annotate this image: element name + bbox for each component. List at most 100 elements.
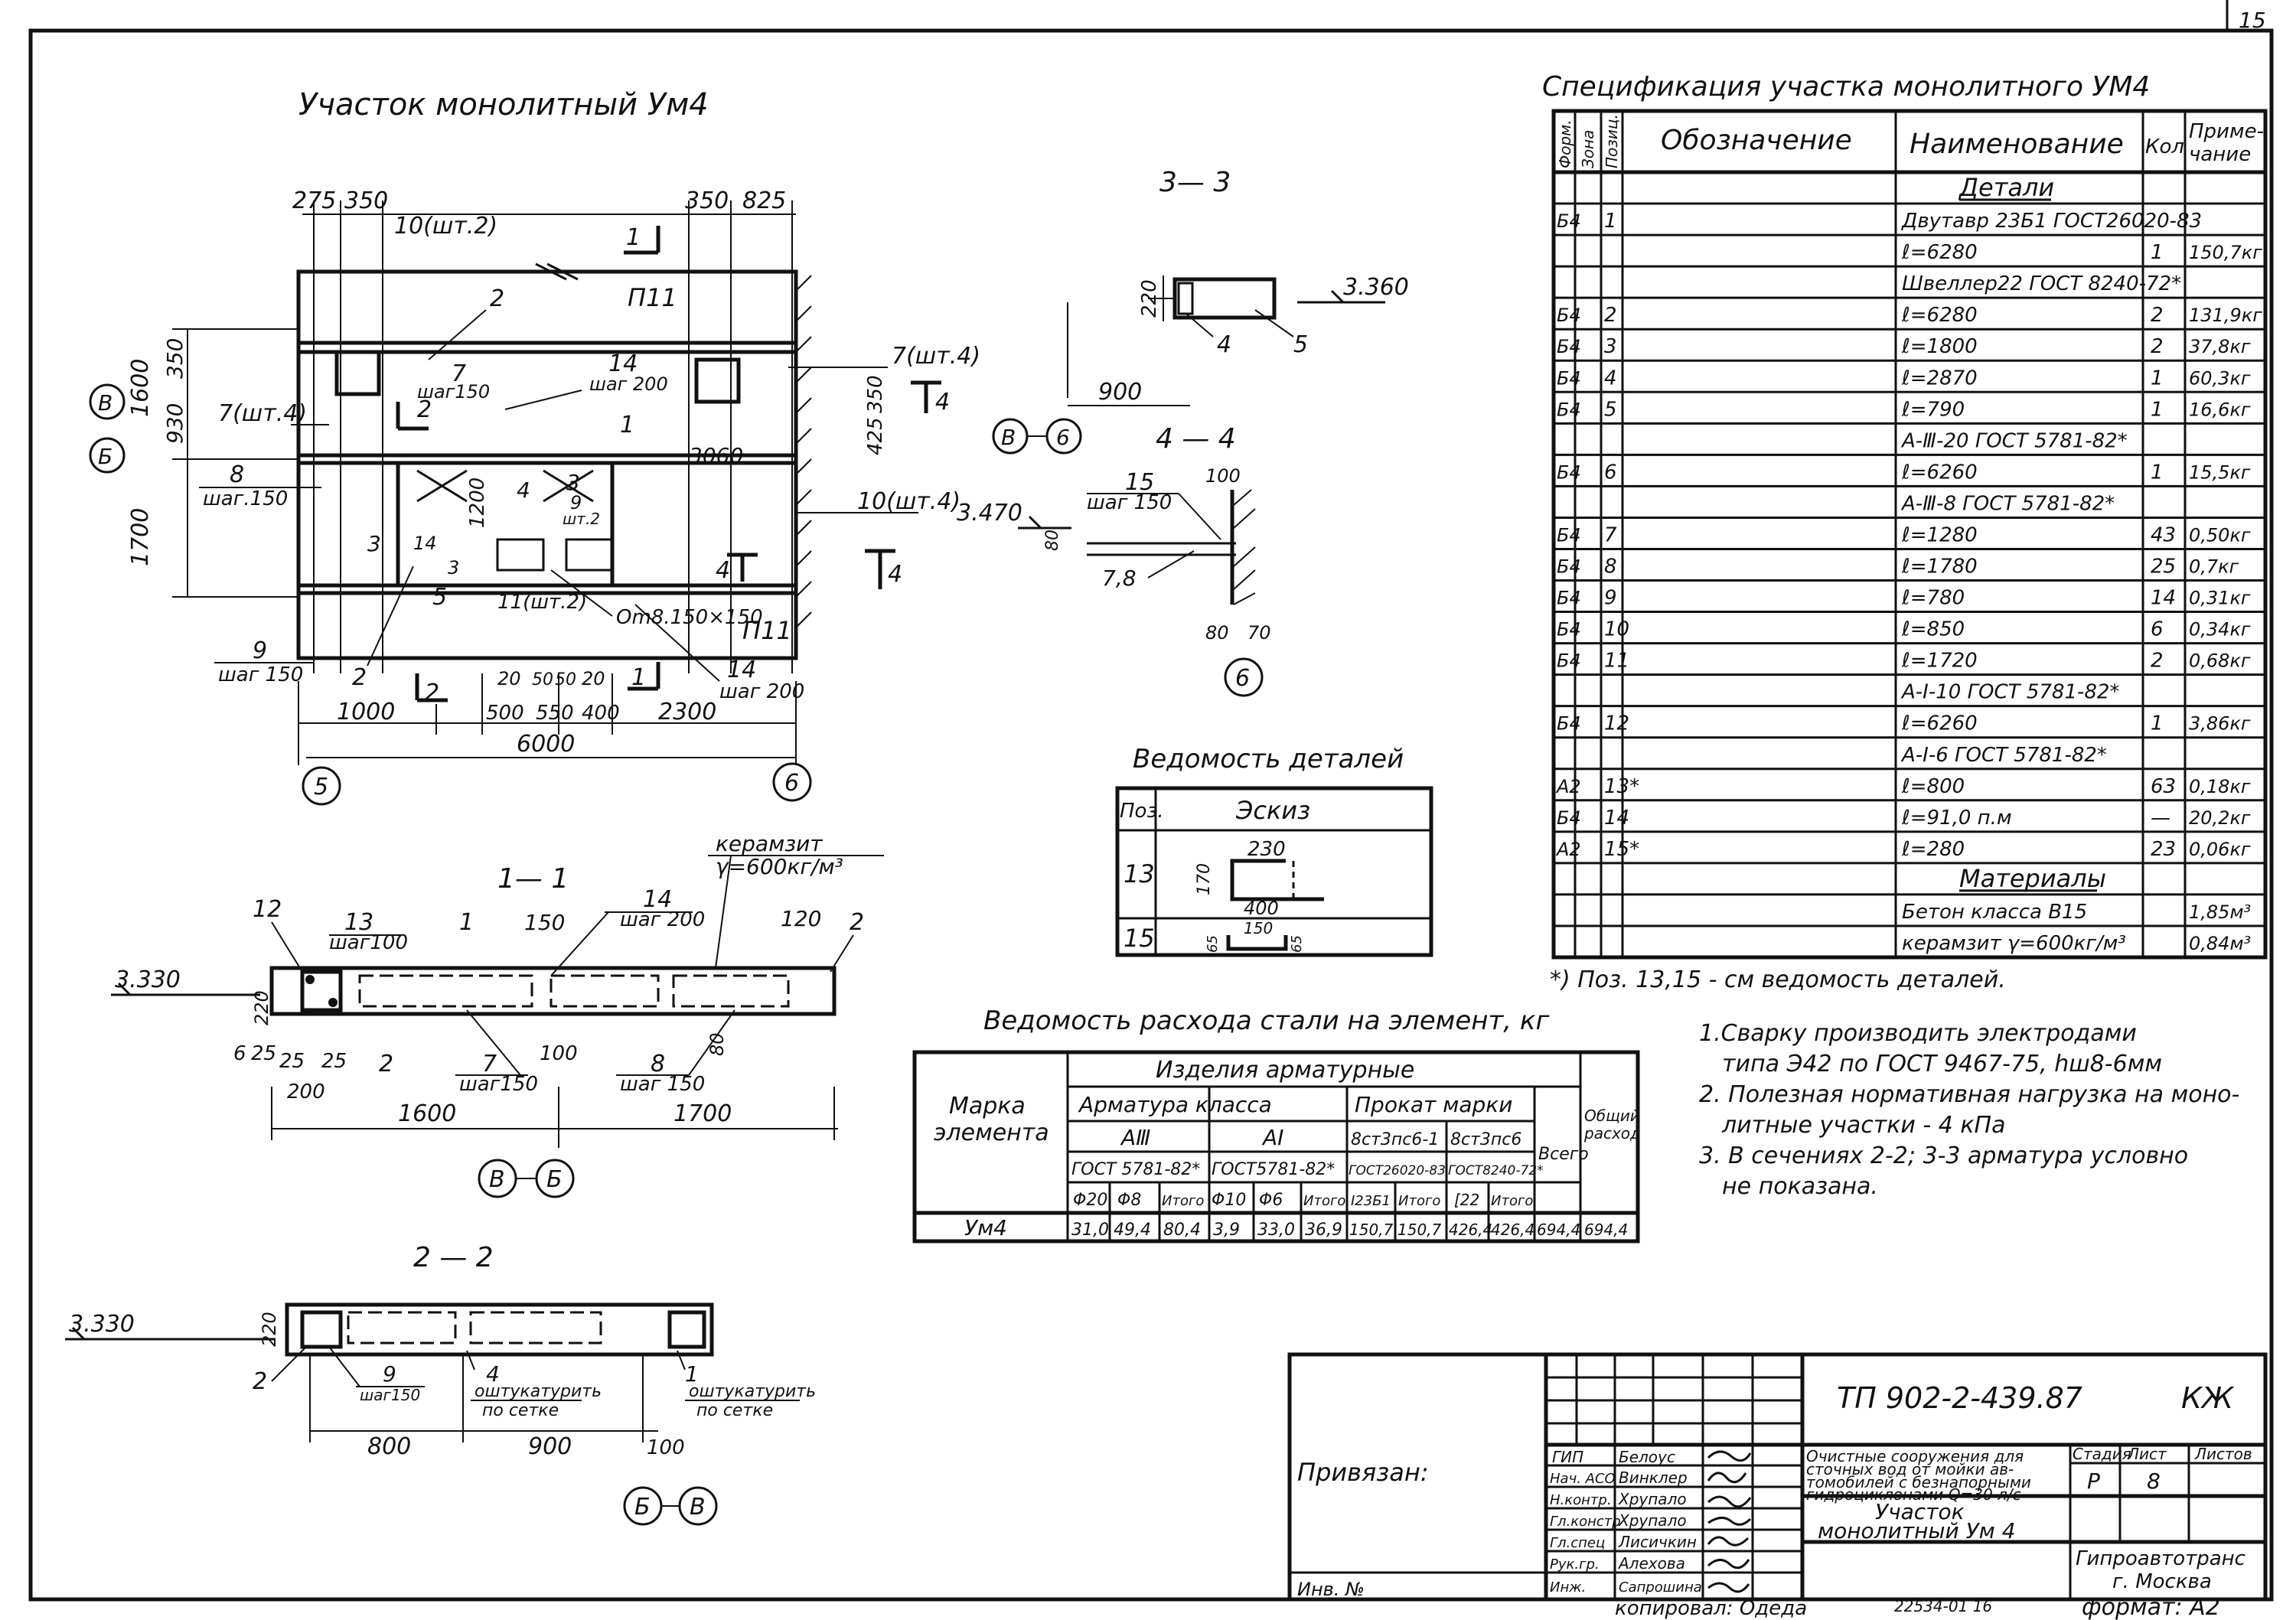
spec-row-22-name: Материалы <box>1959 864 2106 893</box>
section-1-1: 1— 1 керамзит γ=600кг/м³ 12 13 шаг100 1 … <box>111 831 884 1198</box>
steel-std-1: ГОСТ5781-82* <box>1212 1160 1335 1179</box>
section-1-1-note-1: керамзит <box>716 831 823 856</box>
section-1-1-dim-1700: 1700 <box>673 1100 732 1127</box>
stamp-project-4: гидроциклонами Q=30 л/с <box>1806 1485 2021 1504</box>
section-1-1-step-150: шаг150 <box>459 1073 538 1096</box>
spec-row-14-name: ℓ=850 <box>1901 618 1965 641</box>
plan-title: Участок монолитный Ум4 <box>298 87 709 122</box>
spec-row-11-qty: 43 <box>2151 523 2176 546</box>
section-1-1-dim-150: 150 <box>524 910 565 935</box>
note-line-3: 2. Полезная нормативная нагрузка на моно… <box>1699 1081 2239 1108</box>
section-4-4-level: 3.470 <box>957 500 1022 526</box>
plan-label-p11-bottom: П11 <box>742 616 792 645</box>
plan-dim-top-4: 825 <box>742 187 786 214</box>
spec-row-14-qty: 6 <box>2151 618 2164 641</box>
section-1-1-dim-100: 100 <box>540 1042 578 1065</box>
steel-header-prokat: Прокат марки <box>1355 1092 1512 1117</box>
spec-row-0-name: Детали <box>1958 173 2054 202</box>
section-3-3-axis-v: В <box>1001 425 1016 450</box>
spec-row-21-pos: 15* <box>1604 838 1639 861</box>
spec-row-12-note: 0,7кг <box>2189 556 2239 578</box>
spec-row-1-pos: 1 <box>1604 210 1617 233</box>
section-4-4-dim-100: 100 <box>1205 465 1241 487</box>
plan-dim-400: 400 <box>582 702 620 725</box>
spec-row-14-pos: 10 <box>1604 618 1629 641</box>
steel-class-p2: 8ст3пс6 <box>1450 1130 1521 1149</box>
spec-row-9-pos: 6 <box>1604 461 1617 484</box>
section-4-4-dim-70: 70 <box>1247 622 1271 644</box>
steel-val-5: 36,9 <box>1305 1221 1342 1240</box>
spec-row-18-name: А-Ⅰ-6 ГОСТ 5781-82* <box>1900 744 2107 767</box>
stamp-stage: Р <box>2087 1468 2100 1494</box>
spec-row-7-name: ℓ=790 <box>1901 398 1965 421</box>
plan-pos-7-left: 7(шт.4) <box>218 400 307 427</box>
steel-row-mark: Ум4 <box>964 1215 1007 1240</box>
section-3-3-pos-5: 5 <box>1293 331 1308 358</box>
plan-pos-1: 1 <box>620 412 634 438</box>
spec-row-21-name: ℓ=280 <box>1901 838 1965 861</box>
spec-row-19-pos: 13* <box>1604 775 1639 798</box>
details-row-13-dim-170: 170 <box>1195 863 1214 895</box>
stamp-name-5: Алехова <box>1617 1554 1685 1573</box>
plan-dim-50-a: 50 <box>532 670 553 689</box>
plan-pos-5: 5 <box>432 584 447 611</box>
section-4-4-axis: 6 <box>1235 665 1250 692</box>
section-1-1-title: 1— 1 <box>497 863 569 895</box>
plan-pos-7-right: 7(шт.4) <box>892 343 980 370</box>
section-3-3-dim-220: 220 <box>1138 279 1161 318</box>
plan-step-150-9: шаг 150 <box>218 663 303 686</box>
steel-val-1: 49,4 <box>1114 1221 1151 1240</box>
spec-row-9-name: ℓ=6260 <box>1901 461 1978 484</box>
plan-dim-350: 350 <box>162 338 188 379</box>
plan-pos-3: 3 <box>566 470 580 495</box>
stamp-role-3: Гл.констр <box>1550 1514 1621 1530</box>
spec-row-8-name: А-Ⅲ-20 ГОСТ 5781-82* <box>1900 429 2128 452</box>
plan-axis-5: 5 <box>314 774 328 800</box>
section-2-2-plaster-1: оштукатурить <box>475 1382 602 1401</box>
note-line-6: не показана. <box>1722 1173 1878 1200</box>
section-2-2-step-150: шаг150 <box>360 1386 420 1404</box>
steel-val-10: 694,4 <box>1537 1221 1580 1239</box>
stamp-role-2: Н.контр. <box>1550 1492 1612 1508</box>
section-2-2-dim-100: 100 <box>647 1436 685 1459</box>
stamp-org-1: Гипроавтотранс <box>2076 1547 2245 1570</box>
steel-val-9: 426,4 <box>1491 1221 1534 1239</box>
stamp-signatures <box>1707 1450 1752 1593</box>
spec-header-form: Форм. <box>1556 119 1574 168</box>
stamp-sheet-name-1: Участок <box>1875 1499 1965 1524</box>
section-1-1-pos-7: 7 <box>482 1051 497 1077</box>
spec-row-6-qty: 1 <box>2151 367 2164 390</box>
spec-row-9-form: Б4 <box>1557 461 1581 483</box>
spec-row-15-pos: 11 <box>1604 650 1629 673</box>
spec-header-note-1: Приме- <box>2189 120 2264 143</box>
stamp-sheet: 8 <box>2147 1468 2161 1494</box>
stamp-role-6: Инж. <box>1550 1579 1586 1596</box>
stamp-role-1: Нач. АСО <box>1550 1471 1616 1487</box>
spec-row-5-form: Б4 <box>1557 336 1581 357</box>
stamp-role-4: Гл.спец <box>1550 1535 1605 1551</box>
details-table: Ведомость деталей Поз. Эскиз 13 230 170 … <box>1115 744 1433 957</box>
plan-pos-3-b: 3 <box>367 531 381 556</box>
steel-val-4: 33,0 <box>1257 1221 1295 1240</box>
section-1-1-dim-200: 200 <box>287 1081 325 1103</box>
spec-row-7-pos: 5 <box>1604 398 1617 421</box>
steel-class-a3: АⅢ <box>1120 1125 1150 1150</box>
spec-row-12-qty: 25 <box>2151 556 2176 579</box>
stamp-org-2: г. Москва <box>2112 1570 2212 1593</box>
steel-val-6: 150,7 <box>1349 1221 1394 1239</box>
spec-row-7-form: Б4 <box>1557 399 1581 420</box>
spec-row-20-form: Б4 <box>1557 807 1581 829</box>
plan-mesh: Оm8.150×150 <box>616 606 763 629</box>
plan-dim-20-b: 20 <box>582 668 605 689</box>
steel-header-mark-1: Марка <box>949 1093 1026 1120</box>
plan-dim-550: 550 <box>536 702 574 725</box>
steel-sub-9: Итого <box>1491 1193 1533 1209</box>
plan-pos-2: 2 <box>490 285 504 312</box>
spec-row-19-qty: 63 <box>2151 775 2176 798</box>
spec-row-13-name: ℓ=780 <box>1901 587 1965 610</box>
section-1-1-pos-13: 13 <box>344 909 373 936</box>
steel-class-p1: 8ст3пс6-1 <box>1351 1130 1439 1149</box>
spec-row-20-note: 20,2кг <box>2189 807 2251 829</box>
plan-axis-6: 6 <box>784 770 799 797</box>
